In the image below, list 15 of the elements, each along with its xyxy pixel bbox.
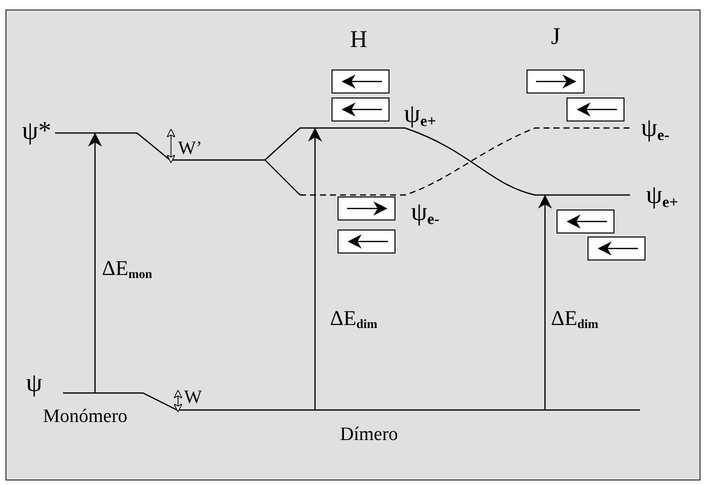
splitting-label: W’	[178, 139, 202, 158]
aggregate-label: H	[350, 28, 368, 52]
state-label: ψ$_{e-}$	[641, 115, 670, 144]
state-label: ψ*	[22, 118, 52, 144]
aggregate-label: J	[551, 25, 560, 49]
state-label: ψ	[26, 370, 42, 396]
energy-label: ΔE$_{mon}$	[102, 258, 152, 281]
state-label: ψ$_{e+}$	[404, 101, 436, 130]
state-label: ψ$_{e-}$	[411, 199, 440, 228]
energy-label: ΔE$_{dim}$	[551, 308, 598, 331]
state-label: ψ$_{e+}$	[646, 182, 678, 210]
energy-label: ΔE$_{dim}$	[330, 308, 378, 331]
phase-caption: Monómero	[43, 407, 128, 426]
phase-caption: Dímero	[340, 425, 398, 444]
splitting-label: W	[184, 388, 202, 407]
